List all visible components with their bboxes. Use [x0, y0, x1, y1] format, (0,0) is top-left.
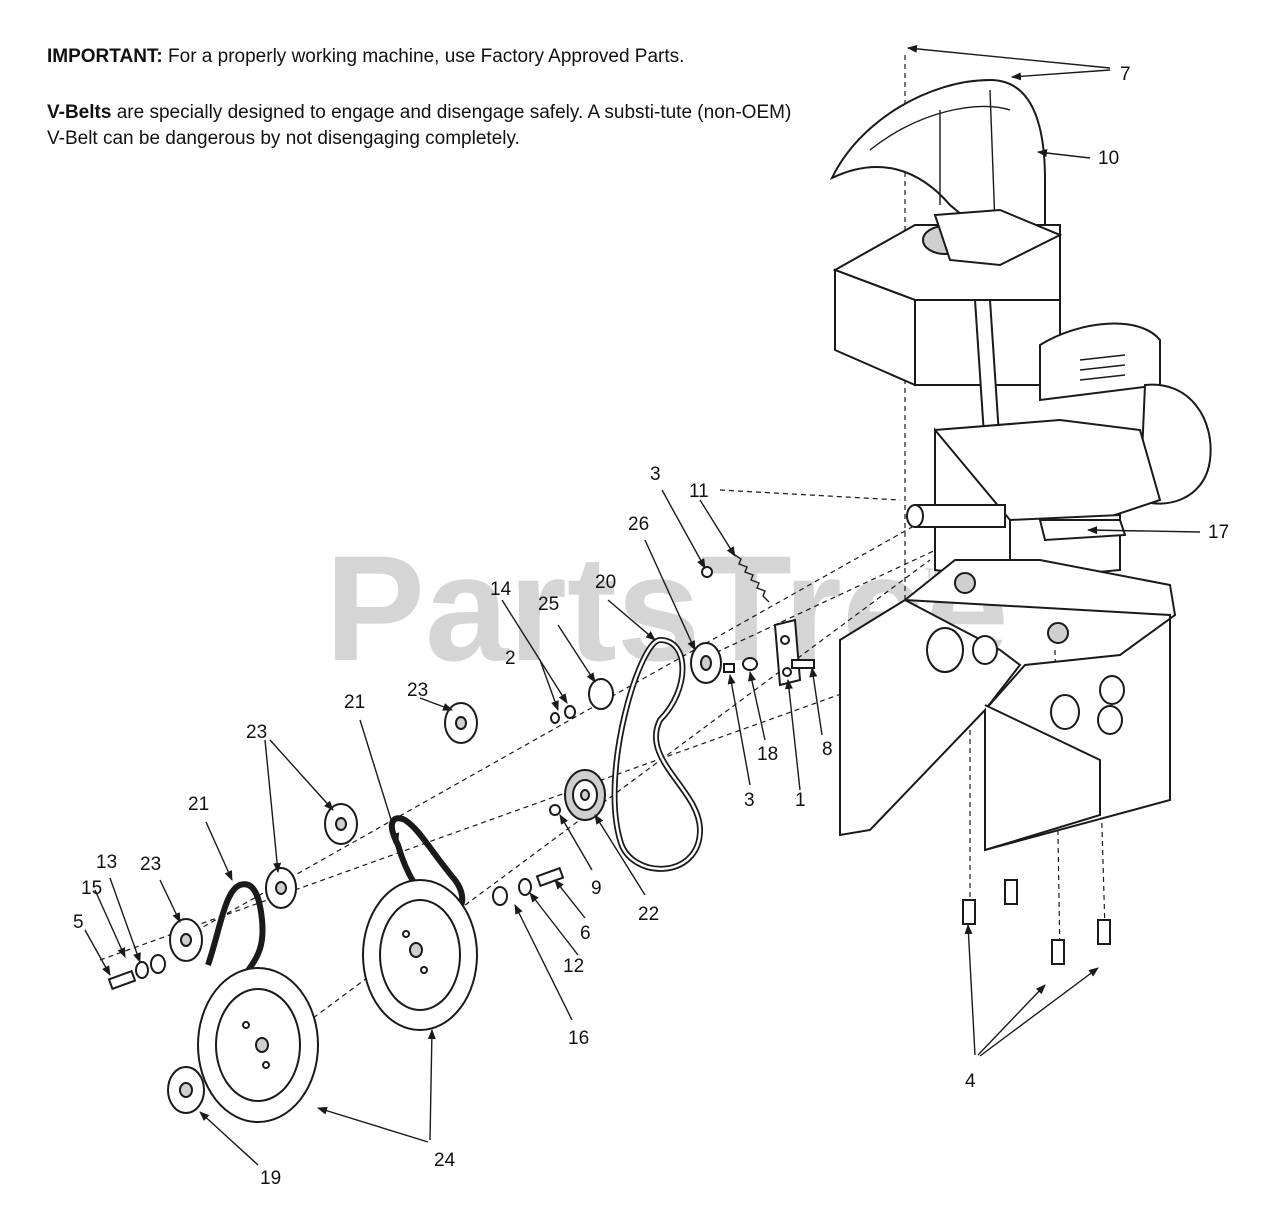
idler-hardware: [701, 566, 815, 687]
important-label: IMPORTANT:: [47, 46, 163, 67]
callout-labels: 7 10 17 11 3 26 20 14 25 2 23 21 23 21 1…: [73, 64, 1229, 1189]
callout-6: 6: [580, 923, 591, 944]
washer-19: [167, 1066, 205, 1114]
washers-23: [169, 702, 478, 962]
callout-22: 22: [638, 904, 659, 925]
callout-11: 11: [689, 481, 709, 502]
spacers: [550, 678, 614, 724]
leader-lines: [84, 44, 1201, 1166]
pulley-26: [690, 642, 722, 684]
discharge-chute: [829, 78, 1046, 232]
important-text: For a properly working machine, use Fact…: [162, 46, 685, 67]
auger-housing-frame: [839, 559, 1177, 852]
belt-20: [611, 636, 704, 872]
callout-5: 5: [73, 912, 84, 933]
callout-17: 17: [1208, 522, 1229, 543]
callout-1: 1: [795, 790, 806, 811]
frame-bolts: [962, 879, 1111, 965]
engine-assembly: [832, 208, 1212, 582]
callout-21-top: 21: [344, 692, 365, 713]
callout-9: 9: [591, 878, 602, 899]
callout-14: 14: [490, 579, 512, 600]
callout-10: 10: [1098, 148, 1119, 169]
callout-15: 15: [81, 878, 102, 899]
important-notice: IMPORTANT: For a properly working machin…: [47, 44, 684, 70]
callout-26: 26: [628, 514, 649, 535]
pulley-24-lower: [197, 967, 319, 1123]
callout-2: 2: [505, 648, 516, 669]
callout-25: 25: [538, 594, 559, 615]
callout-12: 12: [563, 956, 584, 977]
callout-23-mid: 23: [246, 722, 267, 743]
callout-19: 19: [260, 1168, 281, 1189]
callout-23-left: 23: [140, 854, 161, 875]
belt-21-lower: [205, 881, 266, 977]
callout-3-bottom: 3: [744, 790, 755, 811]
callout-23-top: 23: [407, 680, 428, 701]
callout-8: 8: [822, 739, 833, 760]
pulley-24-large: [362, 879, 478, 1031]
callout-4: 4: [965, 1071, 976, 1092]
callout-24: 24: [434, 1150, 456, 1171]
callout-18: 18: [757, 744, 778, 765]
callout-16: 16: [568, 1028, 589, 1049]
callout-13: 13: [96, 852, 117, 873]
hardware-left: [107, 866, 565, 991]
vbelts-label: V-Belts: [47, 102, 112, 123]
callout-21-left: 21: [188, 794, 209, 815]
callout-20: 20: [595, 572, 616, 593]
callout-3-top: 3: [650, 464, 661, 485]
callout-7: 7: [1120, 64, 1131, 85]
vbelt-notice: V-Belts are specially designed to engage…: [47, 100, 807, 152]
idler-pulley-22: [549, 769, 606, 821]
spring: [734, 554, 770, 603]
vbelts-text: are specially designed to engage and dis…: [47, 102, 792, 149]
